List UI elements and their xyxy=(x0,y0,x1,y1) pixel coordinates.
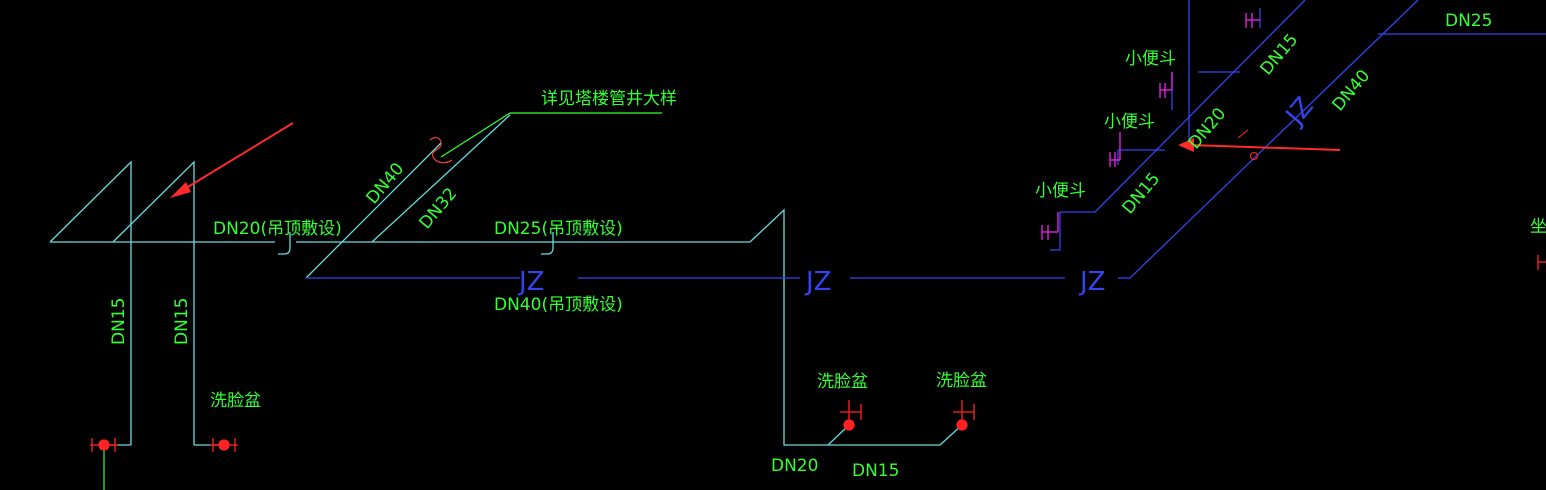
riser-pipes xyxy=(305,114,785,300)
jz-label: JZ xyxy=(804,267,831,297)
jz-label: JZ xyxy=(1078,267,1105,297)
break-mark xyxy=(429,137,453,164)
dn25-label: DN25 xyxy=(1445,11,1492,31)
dn15-label: DN15 xyxy=(109,298,129,345)
left-diagonal-2 xyxy=(112,160,195,445)
right-blue-pipes xyxy=(1050,0,1546,279)
urinal-label: 小便斗 xyxy=(1035,181,1086,201)
fixture-valve-icon xyxy=(1245,13,1260,28)
urinal-label: 小便斗 xyxy=(1104,112,1155,132)
jz-label: JZ xyxy=(1279,92,1320,132)
detail-note-label: 详见塔楼管井大样 xyxy=(541,89,677,109)
dn20-hanging-label: DN20(吊顶敷设) xyxy=(213,219,342,239)
dn15-label: DN15 xyxy=(852,461,899,481)
pipe-bend-icon xyxy=(541,232,554,255)
fixture-valve-icon xyxy=(1109,132,1121,167)
dn40-riser-label: DN40 xyxy=(363,159,409,208)
left-cyan-pipes xyxy=(49,160,306,446)
annotation-arrow-icon xyxy=(1178,138,1341,152)
fixture-valve-icon xyxy=(953,400,975,431)
left-diagonal-1 xyxy=(49,160,132,445)
wash-basin-label: 洗脸盆 xyxy=(210,391,261,411)
fixture-valve-icon xyxy=(90,438,118,452)
wash-basin-label: 洗脸盆 xyxy=(817,372,868,392)
fixture-valve-icon xyxy=(1159,72,1173,98)
fixture-valve-icon xyxy=(1537,255,1546,270)
pipe-bend-icon xyxy=(278,232,291,255)
dn40-hanging-label: DN40(吊顶敷设) xyxy=(494,295,623,315)
jz-label: JZ xyxy=(517,267,544,297)
dn15-label: DN15 xyxy=(1257,30,1303,79)
dn40-label: DN40 xyxy=(1329,66,1375,115)
valve-mark xyxy=(1237,129,1259,161)
dn20-label: DN20 xyxy=(771,456,818,476)
dn15-label: DN15 xyxy=(1119,169,1165,218)
dn15-label: DN15 xyxy=(172,298,192,345)
wash-basin-label: 洗脸盆 xyxy=(936,371,987,391)
annotation-arrow-icon xyxy=(170,122,294,198)
dn25-hanging-label: DN25(吊顶敷设) xyxy=(494,219,623,239)
fixture-valve-icon xyxy=(1041,212,1059,240)
dn32-riser-label: DN32 xyxy=(416,184,462,233)
detail-leader-line xyxy=(440,112,662,158)
fixture-valve-icon xyxy=(840,400,862,431)
urinal-label: 小便斗 xyxy=(1125,49,1176,69)
partial-label: 坐 xyxy=(1530,217,1546,237)
fixture-valve-icon xyxy=(210,438,238,452)
